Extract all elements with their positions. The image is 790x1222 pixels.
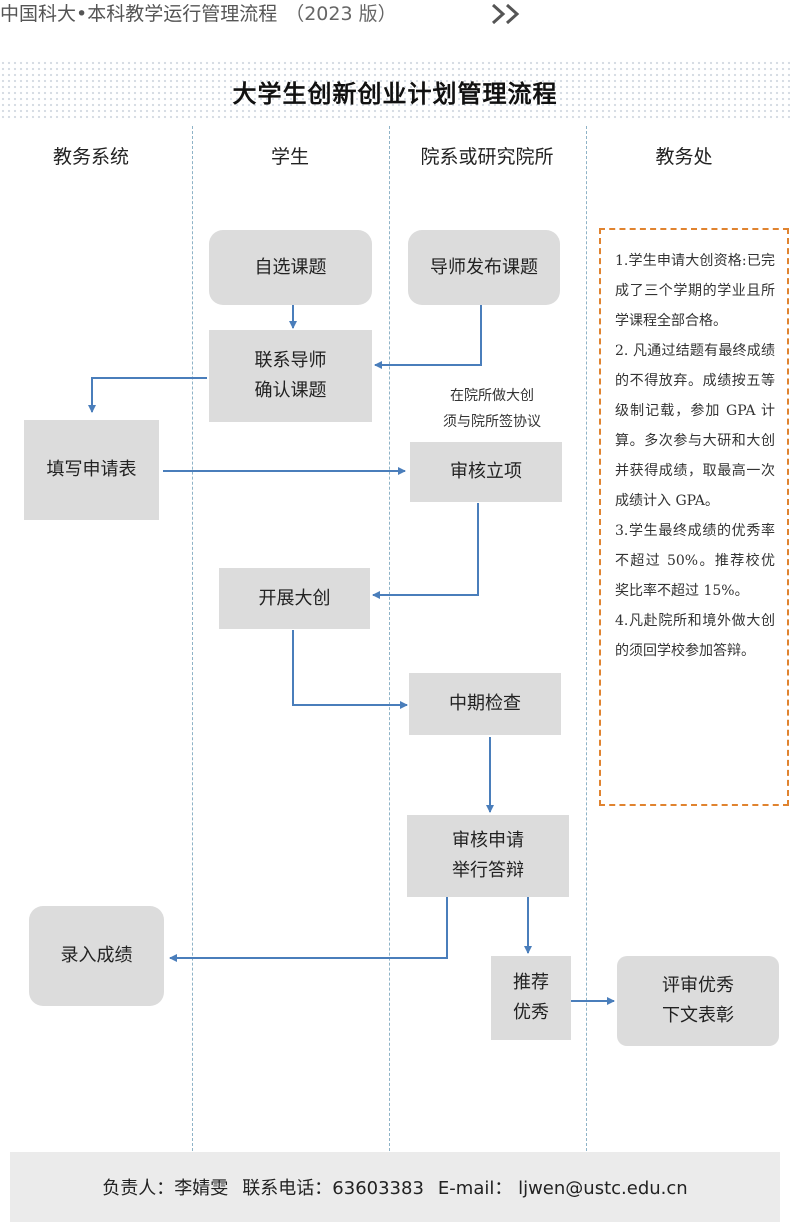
arrow-defense-to-grade (169, 897, 448, 962)
node-label: 自选课题 (254, 256, 327, 278)
node-review-defense: 审核申请举行答辩 (407, 815, 569, 897)
title-dot-band (0, 60, 790, 120)
lane-divider (389, 126, 390, 1151)
node-label-line: 下文表彰 (662, 1005, 734, 1026)
node-select-topic: 自选课题 (209, 230, 372, 305)
node-contact-advisor: 联系导师确认课题 (209, 330, 372, 422)
node-midterm-check: 中期检查 (409, 673, 561, 735)
node-label-line: 优秀 (513, 1002, 549, 1023)
rule-item: 1.学生申请大创资格:已完成了三个学期的学业且所学课程全部合格。 (615, 253, 775, 329)
arrow-review-to-start (372, 503, 479, 599)
node-fill-application: 填写申请表 (24, 420, 159, 520)
node-award-commendation: 评审优秀下文表彰 (617, 956, 779, 1046)
note-line: 在院所做大创 (450, 388, 534, 404)
arrow-publish-to-contact (374, 304, 482, 369)
footer-email[interactable]: E-mail： ljwen@ustc.edu.cn (437, 1178, 688, 1199)
agreement-note: 在院所做大创 须与院所签协议 (414, 383, 570, 435)
node-label-line: 评审优秀 (662, 975, 734, 996)
arrow-contact-to-form (88, 377, 207, 413)
footer-contact: 负责人：李婧雯 联系电话：63603383 E-mail： ljwen@ustc… (10, 1152, 780, 1222)
node-label-line: 推荐 (513, 972, 549, 993)
node-enter-grade: 录入成绩 (29, 906, 164, 1006)
rule-item: 3.学生最终成绩的优秀率不超过 50%。推荐校优奖比率不超过 15%。 (615, 523, 775, 599)
node-advisor-publish-topic: 导师发布课题 (408, 230, 560, 305)
header-title: 中国科大•本科教学运行管理流程 （2023 版） (0, 0, 397, 28)
double-chevron-right-icon (491, 3, 520, 25)
node-label-line: 联系导师 (254, 350, 327, 371)
node-label: 录入成绩 (60, 945, 133, 966)
column-header-academic-office: 教务处 (655, 146, 713, 168)
header-year: （2023 版） (285, 3, 397, 25)
node-label-line: 审核申请 (452, 830, 524, 851)
lane-divider (586, 126, 587, 1151)
rule-item: 2. 凡通过结题有最终成绩的不得放弃。成绩按五等级制记载，参加 GPA 计算。多… (615, 343, 775, 509)
rule-item: 4.凡赴院所和境外做大创的须回学校参加答辩。 (615, 613, 775, 659)
node-label: 开展大创 (258, 587, 331, 609)
node-label: 填写申请表 (46, 459, 137, 480)
rules-box: 1.学生申请大创资格:已完成了三个学期的学业且所学课程全部合格。 2. 凡通过结… (599, 228, 789, 806)
node-recommend-excellent: 推荐优秀 (491, 956, 571, 1040)
note-line: 须与院所签协议 (443, 414, 541, 430)
arrow-start-to-midterm (292, 630, 408, 709)
node-label: 导师发布课题 (430, 256, 538, 278)
column-header-student: 学生 (270, 146, 309, 168)
node-label: 中期检查 (449, 693, 521, 714)
node-start-project: 开展大创 (219, 568, 370, 629)
node-label-line: 举行答辩 (452, 860, 524, 881)
column-header-department: 院系或研究院所 (420, 146, 554, 168)
header-title-text: 中国科大•本科教学运行管理流程 (0, 3, 278, 25)
node-review-project: 审核立项 (410, 442, 562, 502)
lane-divider (192, 126, 193, 1151)
node-label: 审核立项 (450, 461, 522, 482)
page-title: 大学生创新创业计划管理流程 (232, 80, 558, 108)
column-header-academic-system: 教务系统 (52, 146, 129, 168)
footer-owner: 负责人：李婧雯 (102, 1178, 229, 1199)
node-label-line: 确认课题 (254, 380, 327, 401)
footer-phone: 联系电话：63603383 (242, 1178, 424, 1199)
